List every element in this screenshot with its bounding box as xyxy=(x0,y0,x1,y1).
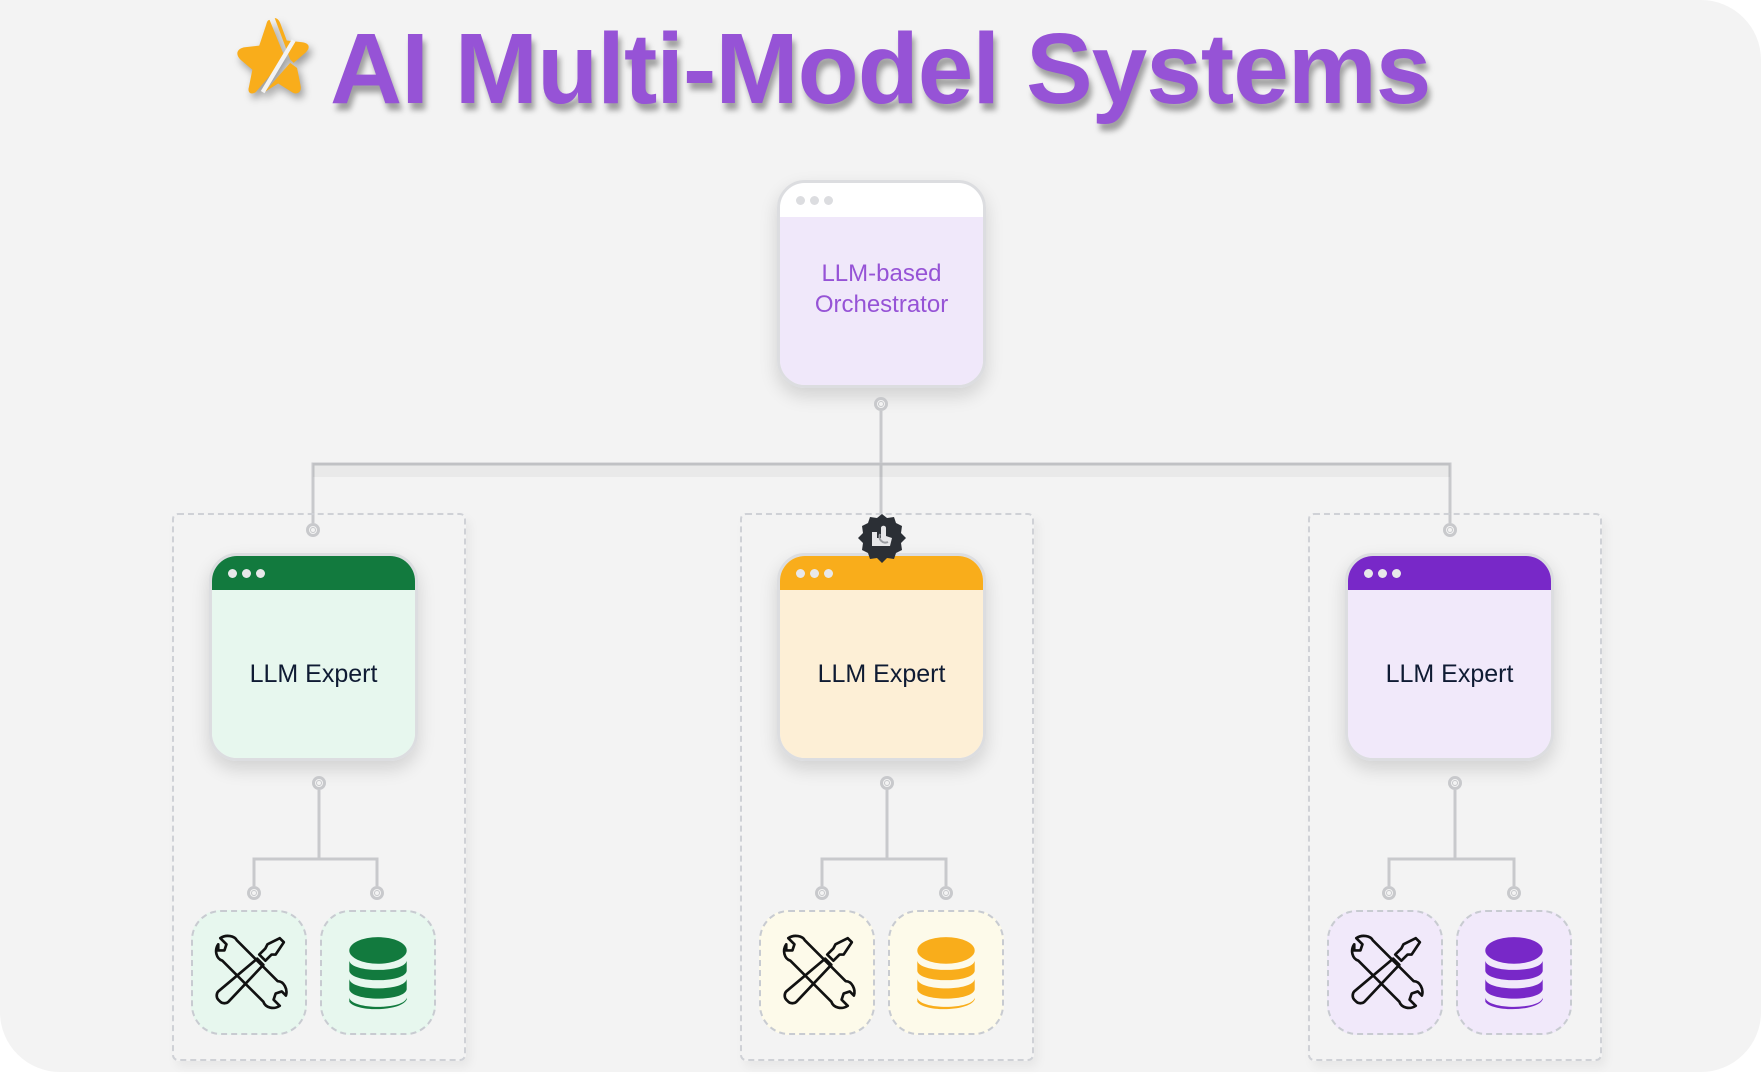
database-tile[interactable] xyxy=(320,910,436,1035)
window-dot xyxy=(1378,568,1387,578)
page-title: AI Multi-Model Systems xyxy=(330,13,1431,125)
database-tile[interactable] xyxy=(888,910,1004,1035)
expert-card-2[interactable]: LLM Expert xyxy=(777,553,986,761)
window-dot xyxy=(824,568,833,578)
connector-node[interactable] xyxy=(370,886,384,900)
card-body: LLM Expert xyxy=(1348,590,1551,758)
window-bar xyxy=(780,183,983,219)
orchestrator-card[interactable]: LLM-based Orchestrator xyxy=(777,180,986,388)
expert-group-1 xyxy=(172,513,466,1061)
orchestrator-label: LLM-based Orchestrator xyxy=(815,258,948,320)
connector-node[interactable] xyxy=(1382,886,1396,900)
window-dot xyxy=(796,195,805,205)
database-icon xyxy=(1485,936,1543,1009)
connector-node[interactable] xyxy=(306,523,320,537)
expert-label: LLM Expert xyxy=(249,659,378,688)
connector-node[interactable] xyxy=(874,397,888,411)
window-dot xyxy=(810,568,819,578)
hand-pointer-icon xyxy=(858,514,906,563)
orchestrator-label-line2: Orchestrator xyxy=(814,291,949,318)
connector-node[interactable] xyxy=(939,886,953,900)
window-dot xyxy=(1364,568,1373,578)
connector-node[interactable] xyxy=(1448,776,1462,790)
card-body: LLM Expert xyxy=(780,590,983,758)
expert-label: LLM Expert xyxy=(817,659,946,688)
window-dot xyxy=(256,568,265,578)
window-bar xyxy=(212,556,415,590)
tools-icon xyxy=(782,934,856,1009)
connector-node[interactable] xyxy=(1443,523,1457,537)
tools-tile[interactable] xyxy=(759,910,875,1035)
connector-node[interactable] xyxy=(247,886,261,900)
window-dot xyxy=(1392,568,1401,578)
tools-icon xyxy=(214,934,288,1009)
connector-node[interactable] xyxy=(1507,886,1521,900)
database-icon xyxy=(349,936,407,1009)
window-bar xyxy=(1348,556,1551,590)
expert-card-1[interactable]: LLM Expert xyxy=(209,553,418,761)
card-body: LLM-based Orchestrator xyxy=(780,217,983,385)
connector-node[interactable] xyxy=(815,886,829,900)
database-icon xyxy=(917,936,975,1009)
tools-tile[interactable] xyxy=(1327,910,1443,1035)
expert-label: LLM Expert xyxy=(1385,659,1514,688)
expert-group-3 xyxy=(1308,513,1602,1061)
connector-node[interactable] xyxy=(880,776,894,790)
title-bar: AI Multi-Model Systems xyxy=(230,0,1431,130)
orchestrator-label-line1: LLM-based xyxy=(821,259,942,287)
connector-node[interactable] xyxy=(312,776,326,790)
window-dot xyxy=(824,195,833,205)
expert-group-2 xyxy=(740,513,1034,1061)
window-dot xyxy=(242,568,251,578)
expert-card-3[interactable]: LLM Expert xyxy=(1345,553,1554,761)
database-tile[interactable] xyxy=(1456,910,1572,1035)
card-body: LLM Expert xyxy=(212,590,415,758)
star-icon xyxy=(237,18,309,94)
window-dot xyxy=(810,195,819,205)
tools-icon xyxy=(1350,934,1424,1009)
tools-tile[interactable] xyxy=(191,910,307,1035)
window-dot xyxy=(796,568,805,578)
window-dot xyxy=(228,568,237,578)
